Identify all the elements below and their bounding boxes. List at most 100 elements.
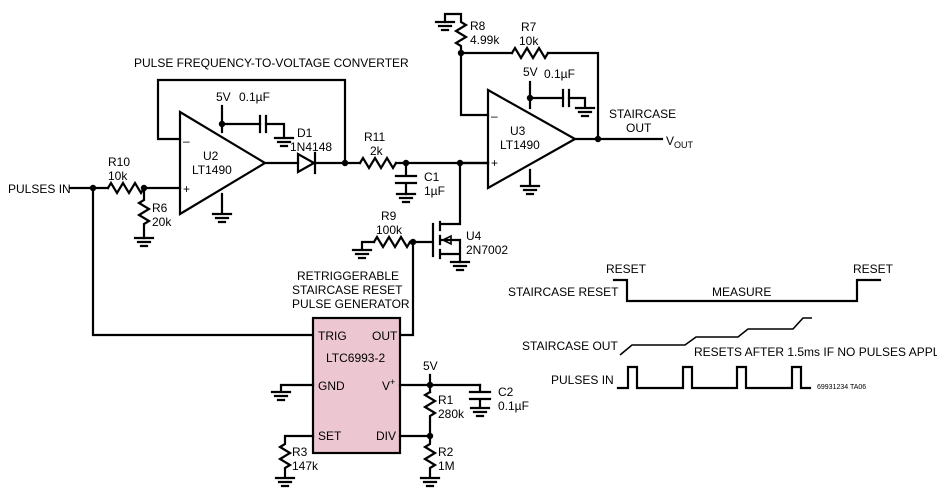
pulses-in-waveform bbox=[616, 365, 812, 390]
reset-right-label: RESET bbox=[853, 262, 894, 276]
r6-resistor bbox=[136, 186, 152, 240]
r6-ref: R6 bbox=[152, 201, 168, 215]
u2-plus: + bbox=[183, 182, 190, 196]
r11-resistor bbox=[358, 155, 398, 171]
pin-vplus-sup: + bbox=[390, 377, 395, 387]
staircase-out-waveform bbox=[619, 317, 812, 356]
r9-ref: R9 bbox=[381, 209, 397, 223]
u3-bypass-value: 0.1µF bbox=[544, 67, 575, 81]
junction-d1 bbox=[341, 159, 349, 167]
d1-diode bbox=[296, 151, 317, 175]
c1-cap bbox=[394, 161, 418, 196]
resets-note: RESETS AFTER 1.5ms IF NO PULSES APPLIED bbox=[694, 345, 937, 359]
r8-gnd bbox=[434, 20, 456, 32]
r8-resistor bbox=[443, 12, 469, 55]
d1-ref: D1 bbox=[297, 126, 313, 140]
reset-left-label: RESET bbox=[606, 262, 647, 276]
trig-wire bbox=[91, 186, 315, 337]
chip-gnd-wire bbox=[270, 383, 315, 402]
u2-opamp bbox=[178, 110, 268, 216]
r1-ref: R1 bbox=[438, 393, 454, 407]
r9-gnd bbox=[351, 240, 376, 260]
r10-value: 10k bbox=[108, 169, 128, 183]
u2-feedback bbox=[156, 78, 347, 165]
pin-set: SET bbox=[318, 429, 342, 443]
u2-part: LT1490 bbox=[192, 163, 232, 177]
r9-value: 100k bbox=[376, 223, 403, 237]
r3-ref: R3 bbox=[292, 445, 308, 459]
staircase-out-timing-label: STAIRCASE OUT bbox=[522, 339, 618, 353]
pin-out: OUT bbox=[372, 329, 398, 343]
r2-value: 1M bbox=[438, 459, 455, 473]
u4-gnd bbox=[449, 260, 471, 272]
u3-in-minus bbox=[459, 51, 490, 117]
staircase-reset-waveform bbox=[612, 278, 882, 303]
r10-ref: R10 bbox=[108, 155, 130, 169]
u4-source bbox=[440, 238, 462, 264]
r6-ground bbox=[133, 236, 155, 248]
ltc6993-chip bbox=[311, 316, 402, 455]
pulse-gen-label-1: RETRIGGERABLE bbox=[297, 269, 399, 283]
staircase-out-label-1: STAIRCASE bbox=[609, 107, 676, 121]
u2-gnd bbox=[211, 192, 233, 224]
c2-cap bbox=[468, 383, 492, 418]
r3-value: 147k bbox=[292, 459, 319, 473]
u3-minus: – bbox=[491, 109, 498, 123]
figure-code: 69931234 TA06 bbox=[817, 384, 866, 391]
r11-value: 2k bbox=[370, 144, 384, 158]
r8-value: 4.99k bbox=[470, 33, 500, 47]
r11-ref: R11 bbox=[364, 130, 385, 144]
pulses-in-label: PULSES IN bbox=[8, 182, 71, 196]
r1-resistor bbox=[422, 390, 438, 438]
staircase-out-label-2: OUT bbox=[626, 121, 652, 135]
d1-part: 1N4148 bbox=[290, 140, 332, 154]
pulse-gen-label-3: PULSE GENERATOR bbox=[292, 297, 410, 311]
u4-part: 2N7002 bbox=[466, 243, 508, 257]
r7-value: 10k bbox=[519, 34, 539, 48]
u3-supply: 5V bbox=[523, 65, 538, 79]
staircase-reset-label: STAIRCASE RESET bbox=[508, 285, 619, 299]
pin-vplus-main: V bbox=[382, 379, 390, 393]
u3-gnd bbox=[519, 168, 541, 196]
r8-ref: R8 bbox=[470, 19, 486, 33]
u3-part: LT1490 bbox=[500, 138, 540, 152]
ltc-supply: 5V bbox=[423, 359, 438, 373]
r7-wire-right bbox=[546, 51, 600, 141]
u2-bypass-gnd bbox=[264, 122, 295, 148]
vout-label: VOUT bbox=[666, 134, 694, 150]
c2-ref: C2 bbox=[498, 385, 514, 399]
u3-ref: U3 bbox=[510, 124, 526, 138]
u3-bypass-gnd bbox=[567, 96, 596, 118]
pin-div: DIV bbox=[376, 429, 396, 443]
c1-gnd bbox=[395, 192, 417, 204]
r2-resistor bbox=[419, 434, 441, 488]
r9-resistor bbox=[372, 234, 412, 250]
u2-bypass-value: 0.1µF bbox=[239, 90, 270, 104]
vout-main: V bbox=[666, 134, 674, 148]
vplus-wire bbox=[398, 373, 482, 394]
u2-minus: – bbox=[183, 134, 190, 148]
u2-ref: U2 bbox=[203, 149, 219, 163]
u3-plus: + bbox=[491, 156, 498, 170]
junction-out bbox=[594, 135, 602, 143]
r7-ref: R7 bbox=[521, 20, 537, 34]
diagram-title: PULSE FREQUENCY-TO-VOLTAGE CONVERTER bbox=[134, 56, 409, 70]
pin-trig: TRIG bbox=[318, 329, 347, 343]
c1-ref: C1 bbox=[424, 170, 440, 184]
c1-value: 1µF bbox=[424, 184, 445, 198]
c2-value: 0.1µF bbox=[498, 399, 529, 413]
pulses-in-timing-label: PULSES IN bbox=[551, 373, 614, 387]
u4-arrow bbox=[441, 234, 452, 246]
vout-sub: OUT bbox=[674, 140, 694, 150]
pin-vplus: V+ bbox=[382, 377, 395, 393]
junction-vplus bbox=[426, 381, 434, 389]
pin-gnd: GND bbox=[318, 379, 345, 393]
r2-ref: R2 bbox=[438, 445, 454, 459]
r6-value: 20k bbox=[152, 215, 172, 229]
junction-u2-vcc bbox=[218, 120, 226, 128]
pulse-gen-label-2: STAIRCASE RESET bbox=[292, 283, 403, 297]
r3-resistor bbox=[274, 434, 315, 488]
u4-ref: U4 bbox=[466, 229, 482, 243]
measure-label: MEASURE bbox=[712, 285, 771, 299]
